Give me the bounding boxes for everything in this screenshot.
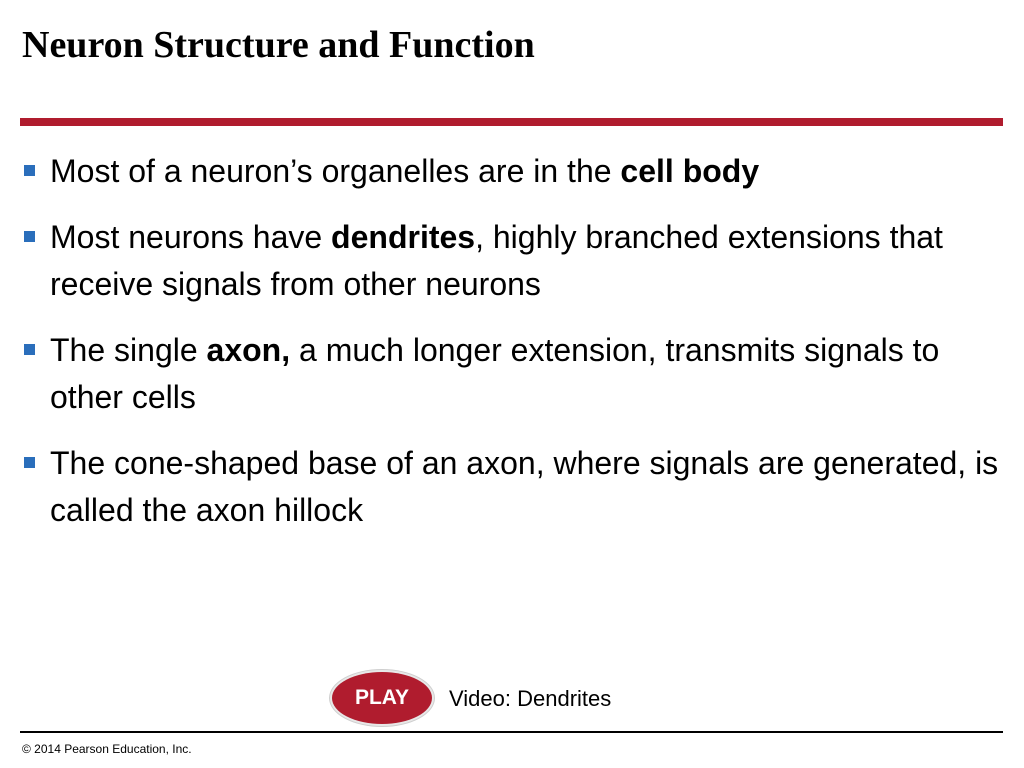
bullet-text: Most neurons have dendrites, highly bran… xyxy=(50,219,943,302)
bullet-item: The cone-shaped base of an axon, where s… xyxy=(16,440,1011,534)
title-divider xyxy=(20,118,1003,126)
video-label: Video: Dendrites xyxy=(449,686,612,711)
bullet-list: Most of a neuron’s organelles are in the… xyxy=(16,148,1011,553)
square-bullet-icon xyxy=(24,165,35,176)
bullet-text: Most of a neuron’s organelles are in the… xyxy=(50,153,760,189)
copyright-text: © 2014 Pearson Education, Inc. xyxy=(22,742,192,756)
bullet-item: The single axon, a much longer extension… xyxy=(16,327,1011,421)
square-bullet-icon xyxy=(24,344,35,355)
bullet-text: The single axon, a much longer extension… xyxy=(50,332,940,415)
bullet-text: The cone-shaped base of an axon, where s… xyxy=(50,445,999,528)
bullet-item: Most of a neuron’s organelles are in the… xyxy=(16,148,1011,195)
square-bullet-icon xyxy=(24,457,35,468)
square-bullet-icon xyxy=(24,231,35,242)
play-button[interactable]: PLAY xyxy=(332,672,432,724)
bullet-bold-term: axon, xyxy=(206,332,291,368)
bullet-bold-term: dendrites xyxy=(331,219,476,255)
footer-divider xyxy=(20,731,1003,733)
bullet-item: Most neurons have dendrites, highly bran… xyxy=(16,214,1011,308)
bullet-bold-term: cell body xyxy=(620,153,760,189)
slide-title: Neuron Structure and Function xyxy=(22,24,535,66)
